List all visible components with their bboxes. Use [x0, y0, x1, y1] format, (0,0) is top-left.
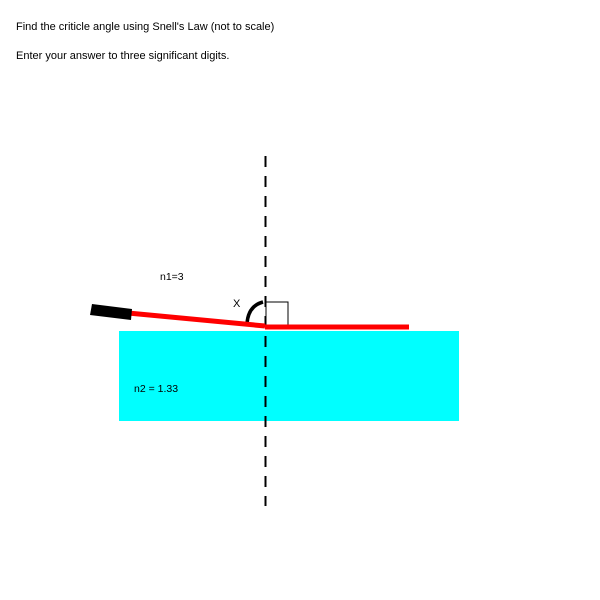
- medium-2-block: [119, 331, 459, 421]
- medium-1-label: n1=3: [160, 271, 184, 283]
- question-instruction: Enter your answer to three significant d…: [16, 50, 230, 62]
- medium-2-label: n2 = 1.33: [134, 383, 178, 395]
- question-title: Find the criticle angle using Snell's La…: [16, 21, 275, 33]
- angle-x-label: X: [233, 298, 241, 310]
- angle-arc: [245, 300, 264, 325]
- right-angle-marker: [265, 301, 289, 326]
- light-source-icon: [90, 304, 132, 320]
- incident-ray: [127, 310, 266, 329]
